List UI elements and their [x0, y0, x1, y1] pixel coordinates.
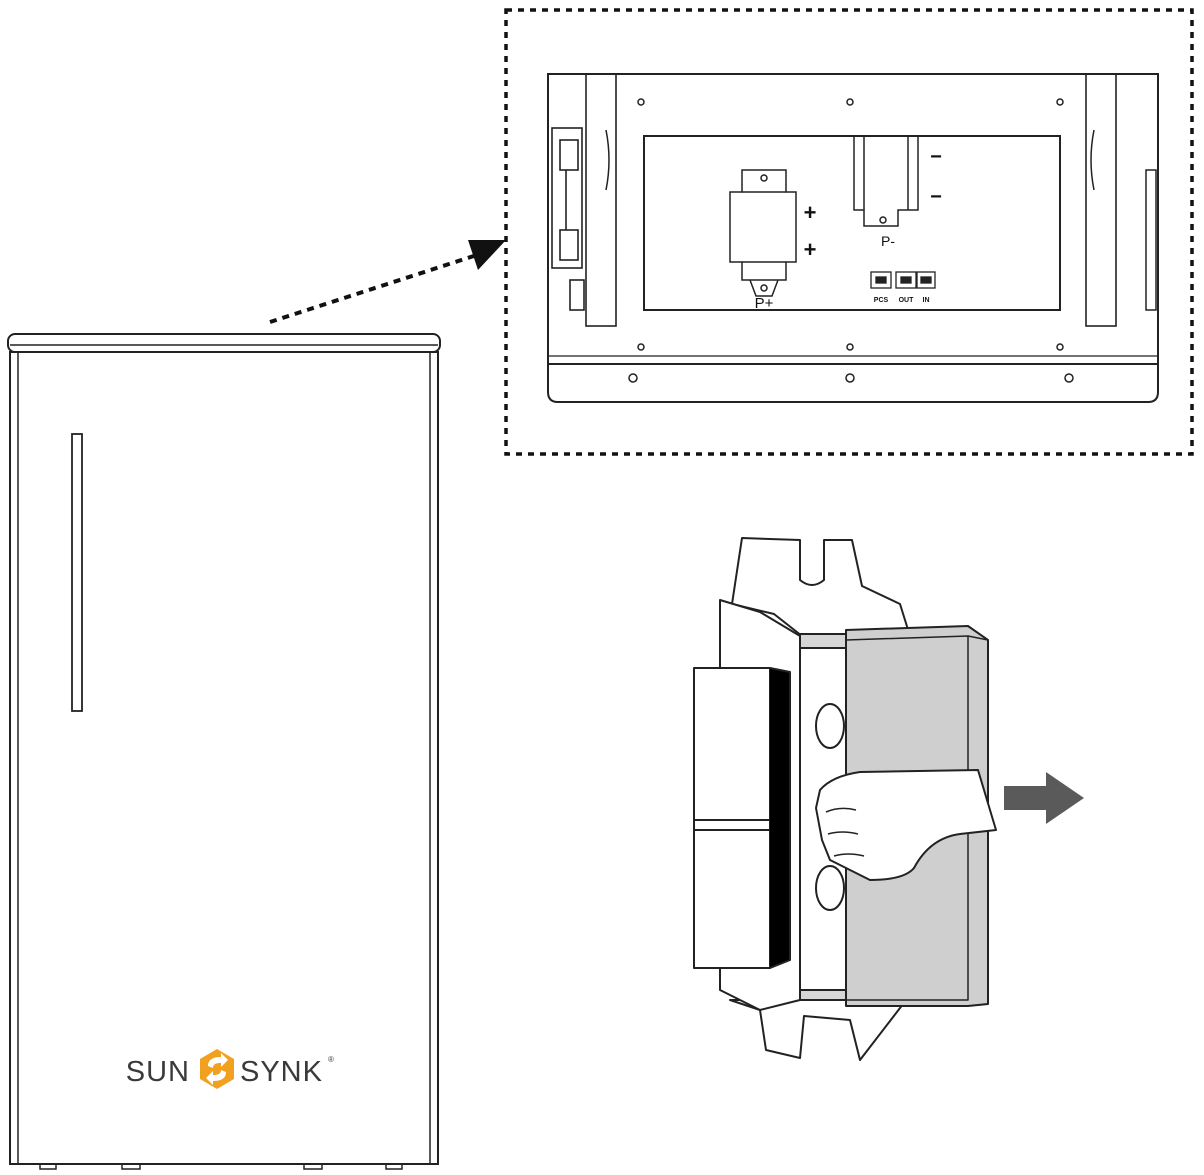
port-label-in: IN — [923, 297, 930, 304]
screw-holes — [628, 98, 1074, 383]
hand-icon — [815, 769, 997, 881]
terminal-cover-illustration — [693, 537, 989, 1061]
battery-cabinet — [7, 333, 441, 1170]
label-p-plus: P+ — [755, 295, 774, 312]
sign-minus-1: − — [930, 146, 942, 168]
port-label-out: OUT — [899, 297, 915, 304]
cabinet-top-cap — [7, 333, 441, 353]
sign-plus-2: + — [804, 237, 817, 262]
cabinet-feet — [39, 1164, 403, 1170]
brand-name-left: SUN — [126, 1056, 190, 1088]
sign-minus-2: − — [930, 186, 942, 208]
sign-plus-1: + — [804, 200, 817, 225]
communication-ports — [870, 271, 936, 289]
side-latch — [551, 127, 585, 311]
port-label-pcs: PCS — [874, 297, 889, 304]
battery-terminal-panel — [547, 73, 1159, 403]
dotted-arrow-icon — [269, 240, 506, 324]
sunsynk-logo: SUN SYNK ® — [126, 1049, 334, 1089]
brand-name-right: SYNK — [240, 1056, 323, 1088]
label-p-minus: P- — [881, 233, 895, 249]
detail-view-frame — [504, 8, 1194, 456]
negative-terminal — [853, 136, 919, 227]
sync-arrows-icon — [200, 1049, 234, 1089]
cabinet-body — [9, 351, 439, 1165]
cabinet-handle-slot — [71, 433, 83, 712]
terminal-plate — [643, 135, 1061, 311]
right-arrow-icon — [1004, 772, 1084, 824]
brand-trademark: ® — [328, 1055, 334, 1064]
positive-terminal — [729, 169, 797, 297]
